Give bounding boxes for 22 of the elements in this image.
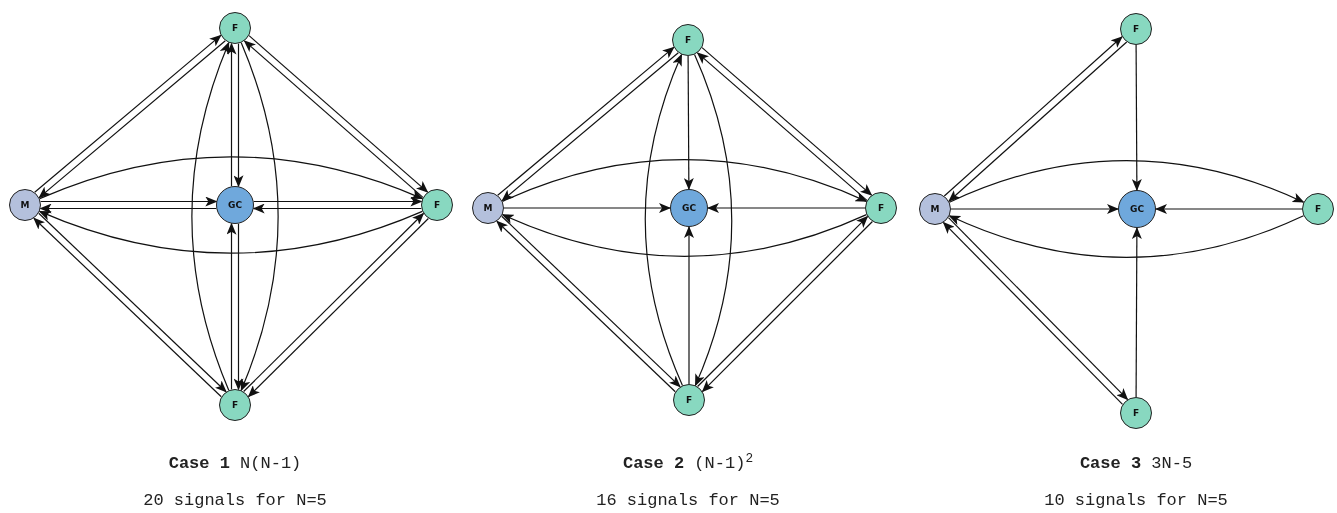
arrow bbox=[40, 196, 218, 207]
arrow bbox=[1155, 204, 1303, 214]
signal-count: 16 signals for N=5 bbox=[596, 492, 780, 509]
case-title: Case 2 (N-1)$^{2}$ bbox=[622, 455, 754, 472]
arrow bbox=[683, 55, 694, 190]
case-title: Case 1 N(N-1) bbox=[168, 455, 302, 472]
arrow bbox=[950, 204, 1119, 214]
signal-count: 20 signals for N=5 bbox=[143, 492, 327, 509]
arrow bbox=[1131, 44, 1142, 191]
arrow bbox=[684, 226, 694, 385]
arrow bbox=[252, 203, 422, 214]
arrow bbox=[233, 223, 244, 391]
arrow bbox=[1131, 227, 1142, 398]
arrow bbox=[233, 43, 244, 188]
signal-count: 10 signals for N=5 bbox=[1044, 492, 1228, 509]
arrow bbox=[226, 42, 237, 187]
arrow bbox=[39, 203, 217, 214]
arrow bbox=[707, 203, 866, 213]
arrow bbox=[226, 222, 237, 390]
arrow bbox=[503, 203, 671, 213]
case-title: Case 3 3N-5 bbox=[1079, 455, 1193, 472]
arrow bbox=[253, 196, 423, 207]
